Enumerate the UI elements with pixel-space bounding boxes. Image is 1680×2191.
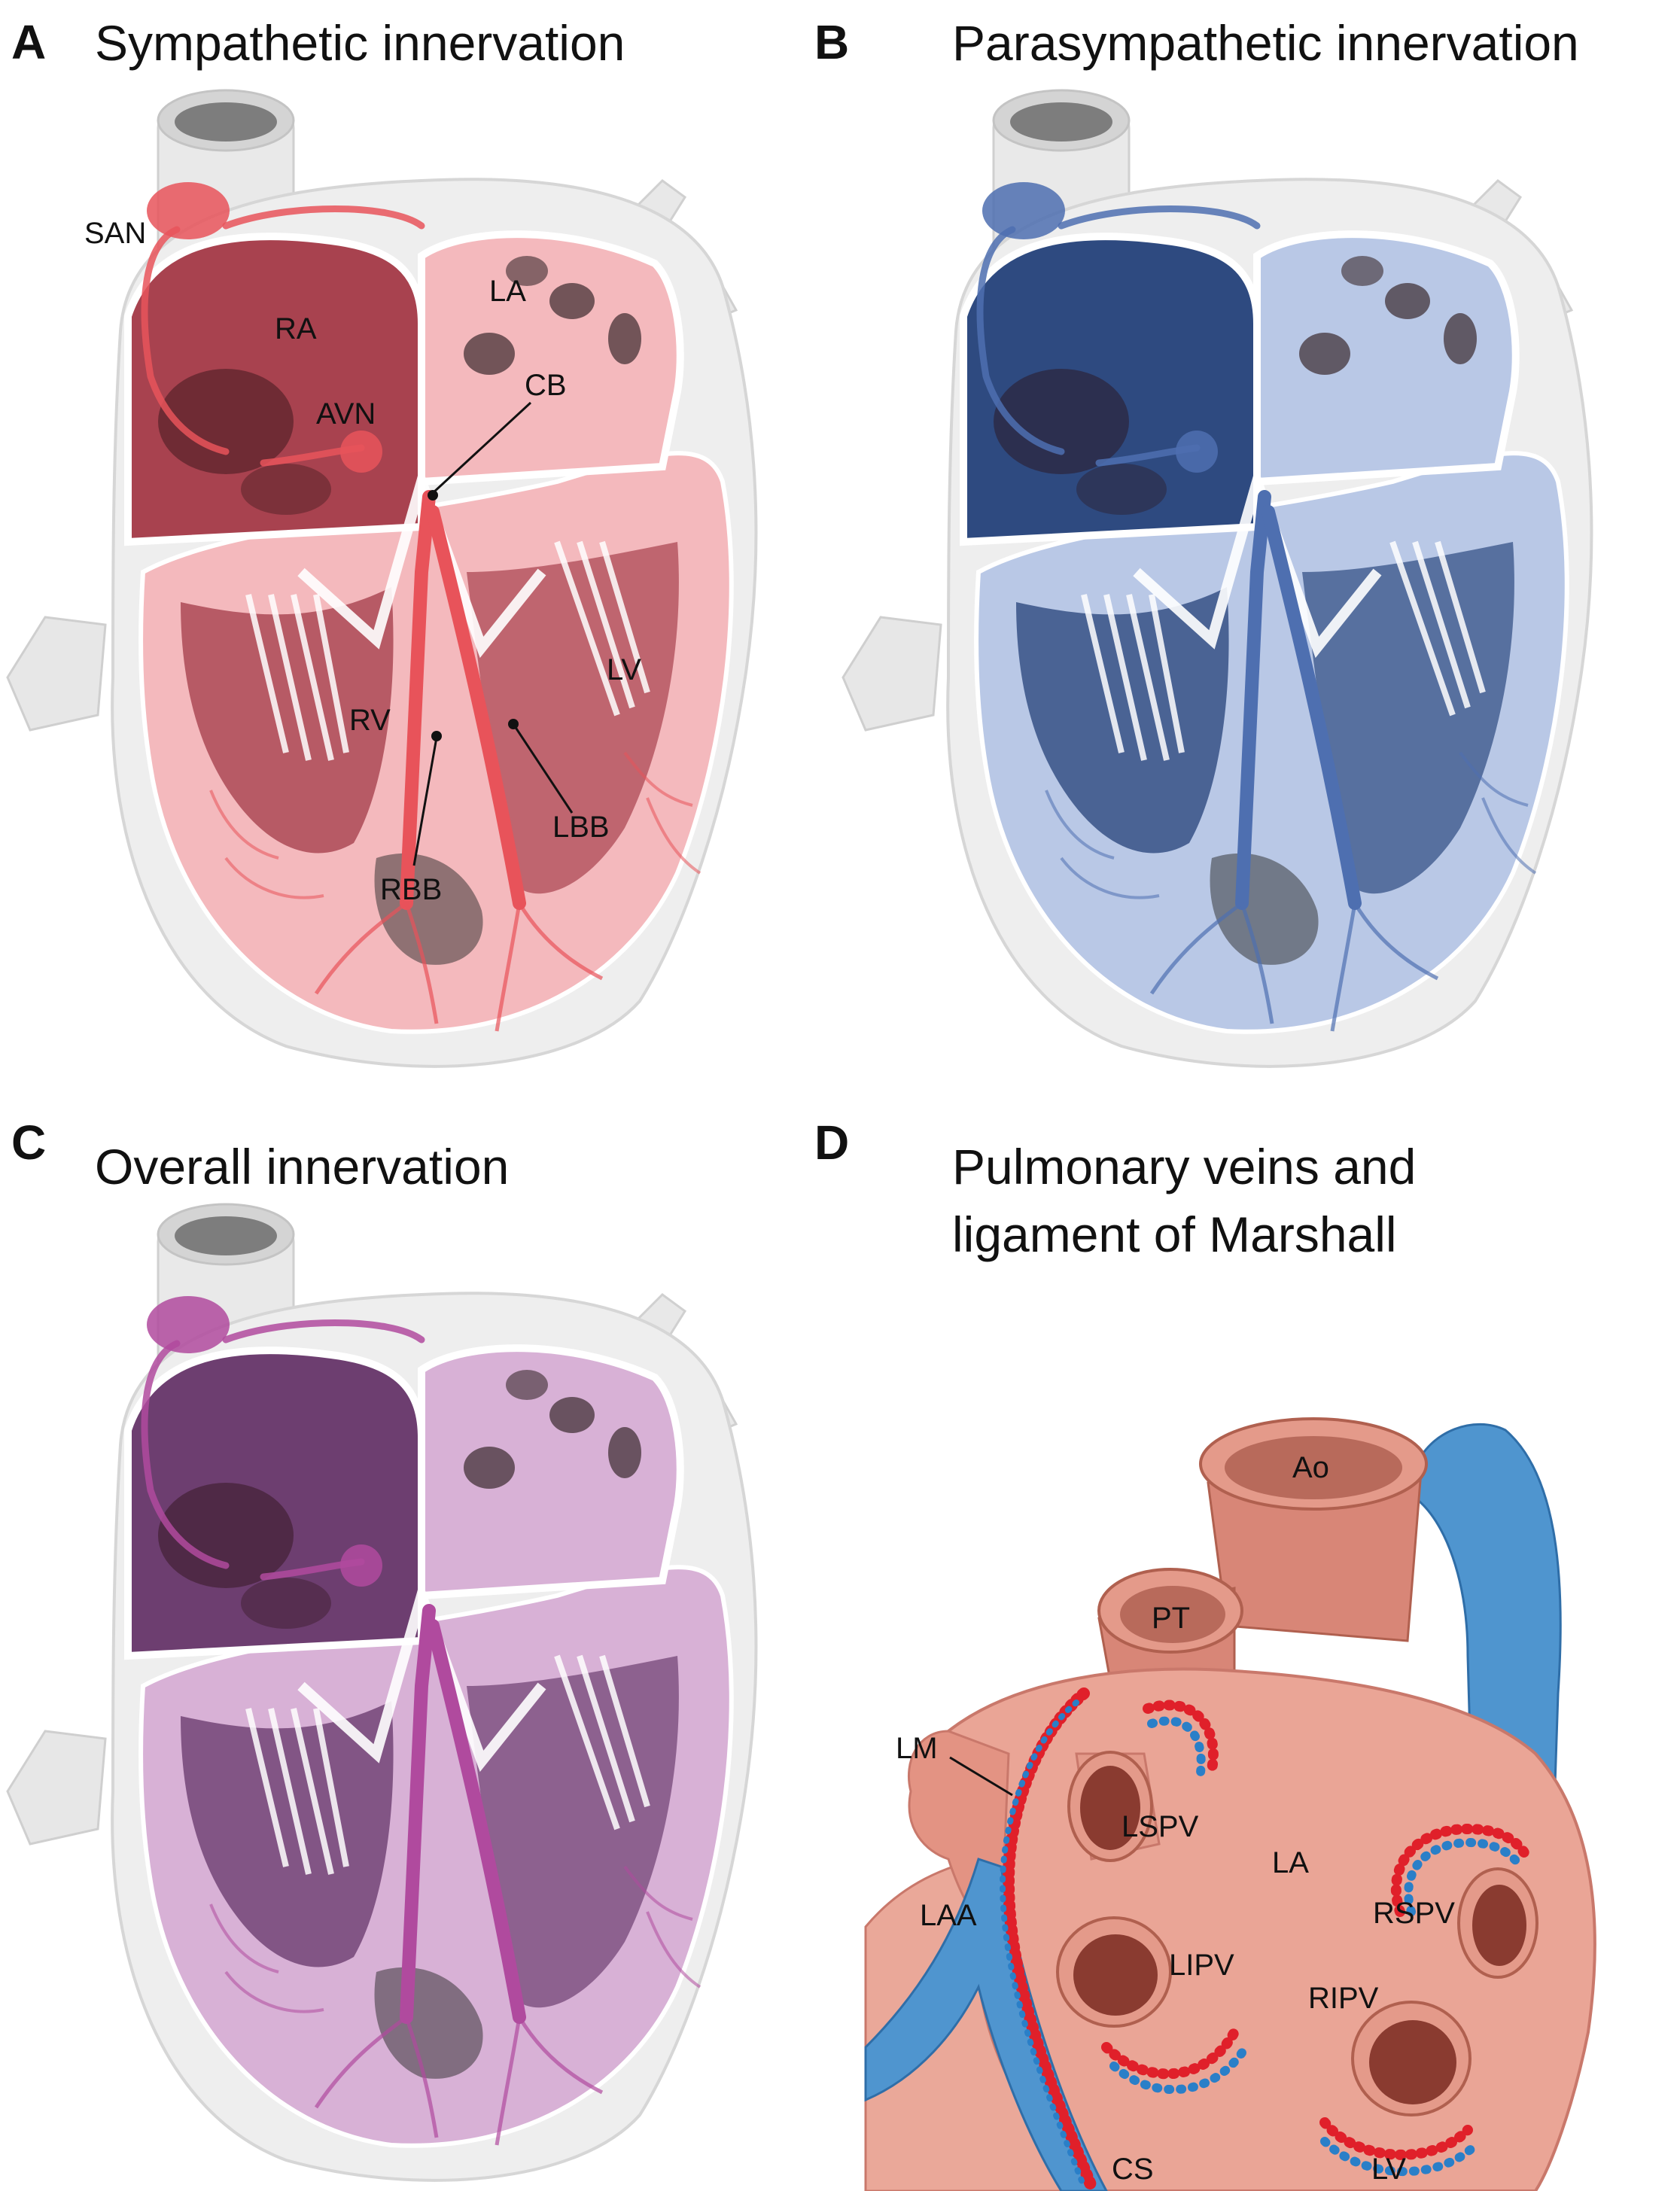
label-rbb: RBB: [380, 873, 442, 906]
panel-a-title: Sympathetic innervation: [95, 15, 625, 71]
label-ra: RA: [275, 312, 317, 345]
panel-c-heart-illustration: [8, 1204, 756, 2180]
label-cb: CB: [525, 369, 567, 402]
panel-c-title: Overall innervation: [95, 1139, 509, 1194]
label-la: LA: [489, 275, 526, 308]
panel-d-letter: D: [814, 1115, 849, 1170]
panel-a: A Sympathetic innervation SAN RA LA AVN …: [8, 15, 756, 1067]
panel-d: D Pulmonary veins and ligament of Marsha…: [814, 1115, 1596, 2191]
panel-b-heart-illustration: [843, 90, 1591, 1067]
label-laa: LAA: [920, 1899, 977, 1932]
panel-d-title-line2: ligament of Marshall: [952, 1207, 1397, 1262]
label-rv: RV: [349, 704, 391, 737]
pulmonary-vein-rspv: [1457, 1867, 1538, 1979]
label-rspv: RSPV: [1373, 1897, 1455, 1930]
label-pt: PT: [1152, 1602, 1190, 1635]
panel-a-letter: A: [11, 15, 46, 69]
label-lv: LV: [607, 653, 641, 686]
label-la-d: LA: [1272, 1846, 1309, 1879]
panel-d-illustration: [864, 1417, 1596, 2191]
label-lbb: LBB: [552, 811, 610, 844]
pulmonary-vein-lipv: [1056, 1916, 1172, 2028]
label-lm: LM: [896, 1732, 938, 1765]
panel-b: B Parasympathetic innervation: [814, 15, 1591, 1067]
label-lipv: LIPV: [1169, 1949, 1234, 1982]
panel-b-letter: B: [814, 15, 849, 69]
panel-c: C Overall innervation: [8, 1115, 756, 2180]
panel-d-title-line1: Pulmonary veins and: [952, 1139, 1416, 1194]
panel-c-letter: C: [11, 1115, 46, 1170]
label-lv-d: LV: [1371, 2153, 1406, 2186]
pulmonary-vein-lspv: [1067, 1751, 1161, 1862]
label-ripv: RIPV: [1308, 1982, 1379, 2015]
label-ao: Ao: [1292, 1451, 1329, 1484]
label-san: SAN: [84, 217, 146, 250]
pulmonary-vein-ripv: [1351, 2001, 1472, 2116]
panel-b-title: Parasympathetic innervation: [952, 15, 1579, 71]
label-cs: CS: [1112, 2153, 1154, 2186]
label-avn: AVN: [316, 397, 376, 431]
label-lspv: LSPV: [1122, 1810, 1199, 1843]
